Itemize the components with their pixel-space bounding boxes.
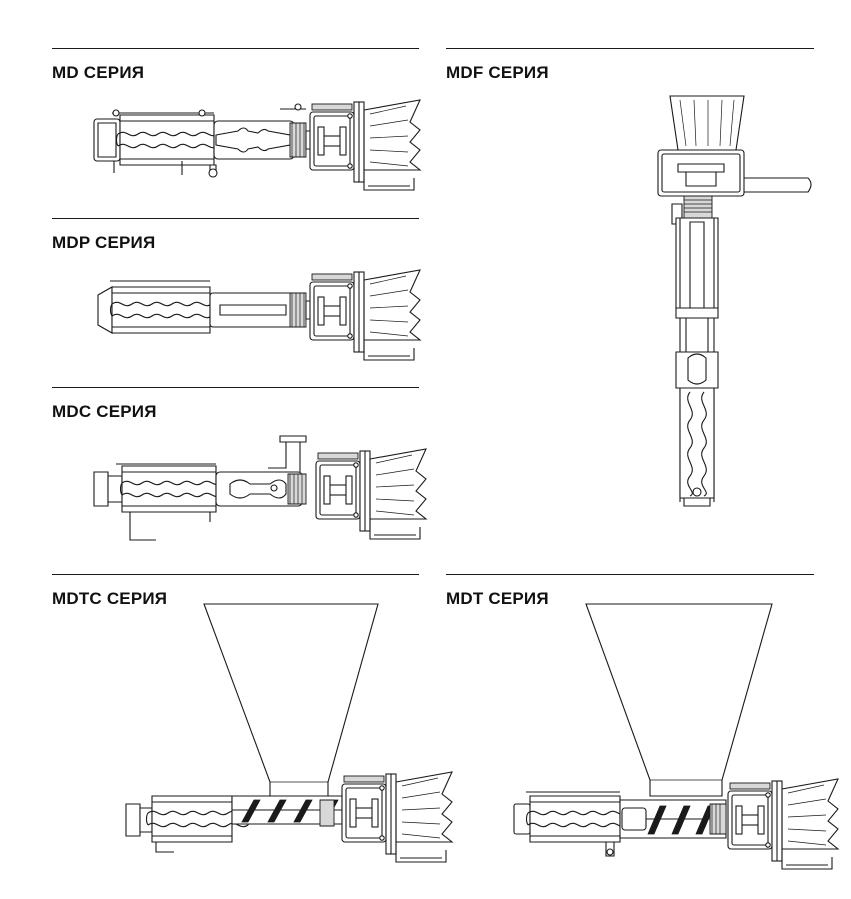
pump-drawing [650,92,830,512]
title-mdf: MDF СЕРИЯ [446,63,549,82]
divider-mdc [52,387,419,388]
divider-md [52,48,419,49]
pump-drawing [90,269,421,361]
pump-drawing [510,600,839,870]
divider-mdf [446,48,814,49]
divider-mdtc [52,574,419,575]
title-mdtc: MDTC СЕРИЯ [52,589,168,608]
title-md: MD СЕРИЯ [52,63,145,82]
title-mdc: MDC СЕРИЯ [52,402,157,421]
title-mdt: MDT СЕРИЯ [446,589,549,608]
divider-mdp [52,218,419,219]
divider-mdt [446,574,814,575]
pump-drawing [90,99,421,191]
pump-drawing [120,600,453,863]
pump-drawing [90,430,427,545]
title-mdp: MDP СЕРИЯ [52,233,156,252]
